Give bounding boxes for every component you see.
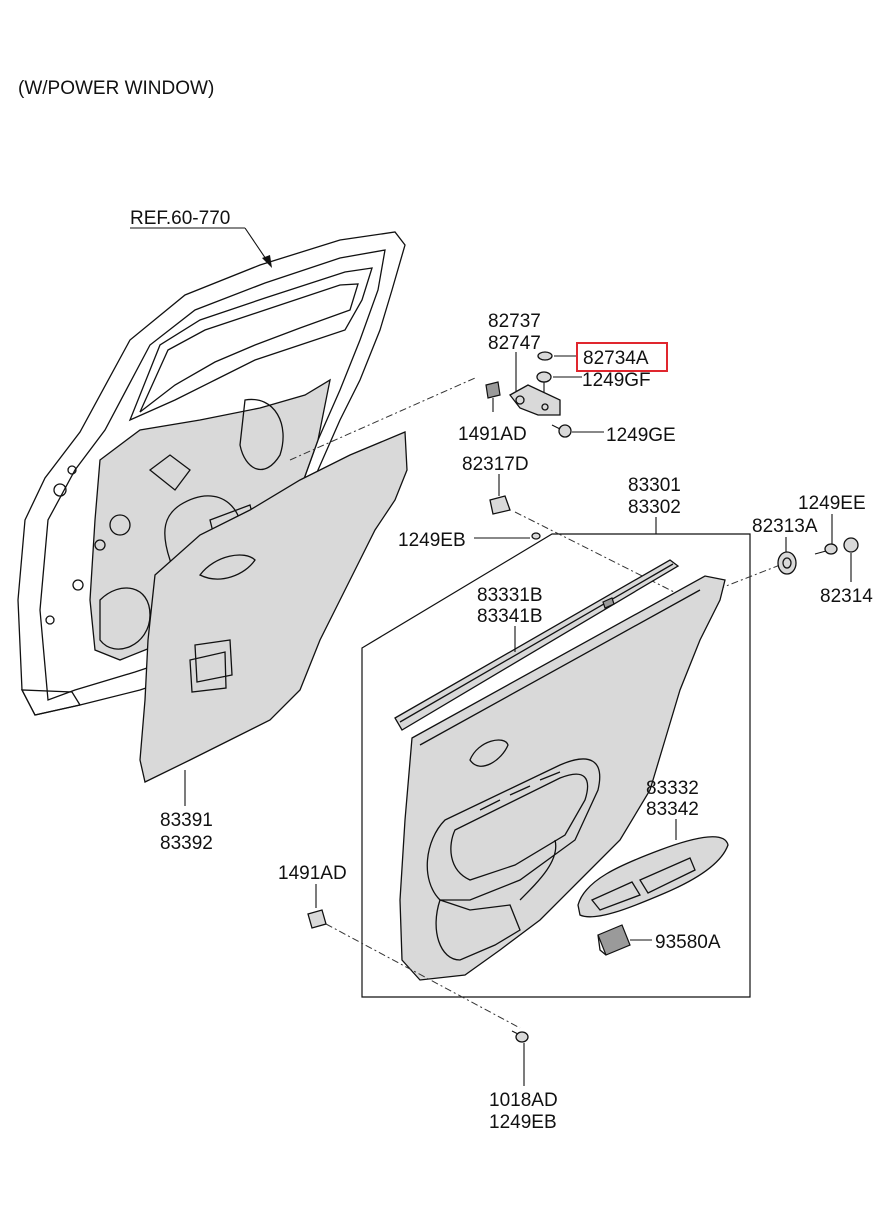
- cap-82314: [843, 537, 859, 553]
- callout-82314: 82314: [820, 586, 873, 607]
- callout-1491AD-top: 1491AD: [458, 424, 527, 445]
- belt-weatherstrip: [394, 559, 680, 731]
- callout-ref-60-770: REF.60-770: [130, 208, 230, 229]
- callout-82747: 82747: [488, 333, 541, 354]
- callout-1249EE: 1249EE: [798, 493, 866, 514]
- bracket-82737: [509, 384, 561, 416]
- callout-1249GF: 1249GF: [582, 370, 651, 391]
- clip-82317D: [489, 495, 511, 515]
- callout-83342: 83342: [646, 799, 699, 820]
- callout-83302: 83302: [628, 497, 681, 518]
- screw-1018AD: [511, 1030, 529, 1043]
- callout-82317D: 82317D: [462, 454, 529, 475]
- callout-83391: 83391: [160, 810, 213, 831]
- screw-1249EE: [814, 543, 838, 555]
- clip-1491AD-bottom: [307, 909, 327, 929]
- screw-1249GE: [551, 424, 572, 438]
- callout-93580A: 93580A: [655, 932, 721, 953]
- screw-1249GF: [536, 371, 552, 392]
- callout-82737: 82737: [488, 311, 541, 332]
- cap-82734A: [537, 351, 553, 361]
- grommet-82313A: [777, 551, 797, 575]
- callout-1018AD: 1018AD: [489, 1090, 558, 1111]
- callout-1249GE: 1249GE: [606, 425, 676, 446]
- assembly-frame: [361, 533, 751, 998]
- callout-1249EB-bottom: 1249EB: [489, 1112, 557, 1133]
- callout-83332: 83332: [646, 778, 699, 799]
- power-window-switch: [597, 924, 631, 956]
- callout-82313A: 82313A: [752, 516, 818, 537]
- callout-83331B: 83331B: [477, 585, 543, 606]
- door-frame-illustration: [17, 231, 406, 716]
- switch-bezel: [577, 836, 729, 918]
- diagram-title: (W/POWER WINDOW): [18, 78, 214, 99]
- callout-83301: 83301: [628, 475, 681, 496]
- callout-83341B: 83341B: [477, 606, 543, 627]
- door-trim-panel: [399, 575, 726, 981]
- callout-82734A: 82734A: [583, 348, 649, 369]
- callout-1249EB-mid: 1249EB: [398, 530, 466, 551]
- callout-83392: 83392: [160, 833, 213, 854]
- door-trim-liner: [139, 431, 408, 783]
- clip-1491AD-top: [485, 381, 501, 412]
- screw-1249EB-mid: [531, 532, 541, 540]
- callout-1491AD-bottom: 1491AD: [278, 863, 347, 884]
- highlight-box-82734A: [576, 342, 668, 372]
